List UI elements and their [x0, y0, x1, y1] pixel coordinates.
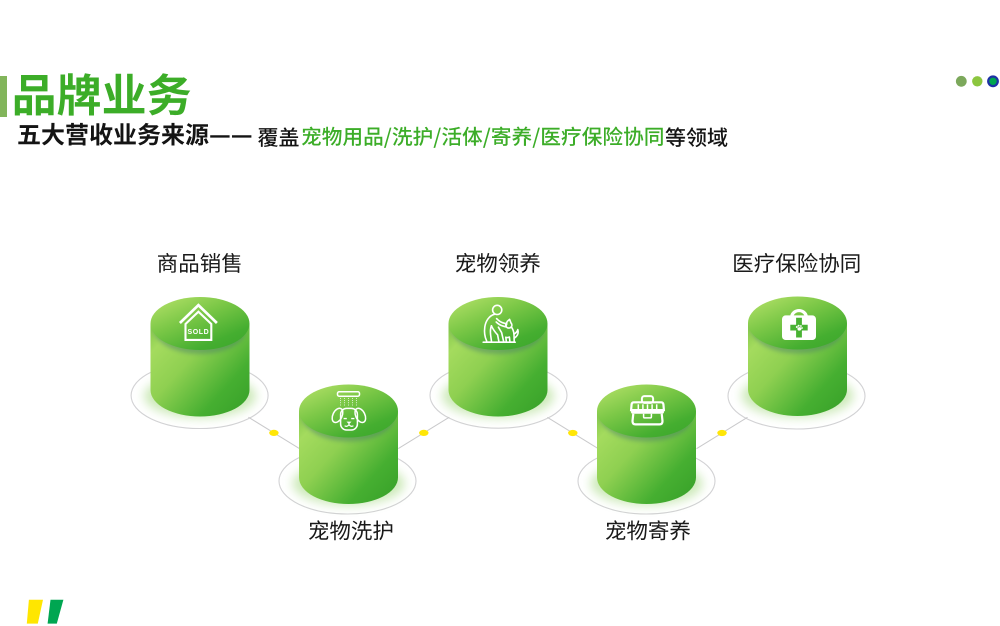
svg-text:SOLD: SOLD — [187, 329, 209, 336]
